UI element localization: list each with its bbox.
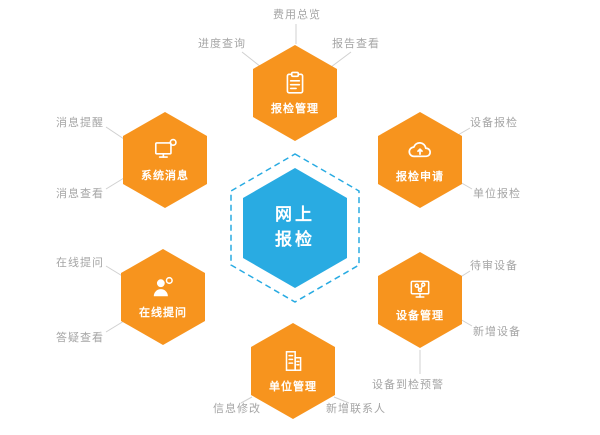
monitor-chat-icon: [152, 137, 178, 163]
satellite-new-device[interactable]: 新增设备: [473, 325, 521, 338]
node-label: 报检管理: [271, 102, 319, 115]
satellite-pending-devices[interactable]: 待审设备: [470, 259, 518, 272]
node-device-management[interactable]: 设备管理: [378, 252, 462, 348]
satellite-msg-view[interactable]: 消息查看: [56, 187, 104, 200]
node-inspection-application[interactable]: 报检申请: [378, 112, 462, 208]
satellite-fee-overview[interactable]: 费用总览: [273, 8, 321, 21]
clipboard-icon: [282, 70, 308, 96]
network-monitor-icon: [407, 277, 433, 303]
satellite-unit-inspection[interactable]: 单位报检: [473, 187, 521, 200]
center-title: 网上 报检: [275, 203, 315, 252]
satellite-device-inspection[interactable]: 设备报检: [470, 116, 518, 129]
node-label: 报检申请: [396, 170, 444, 183]
center-title-line2: 报检: [275, 230, 315, 250]
cloud-icon: [406, 136, 434, 164]
node-label: 在线提问: [139, 306, 187, 319]
center-title-line1: 网上: [275, 205, 315, 226]
satellite-progress-query[interactable]: 进度查询: [198, 37, 246, 50]
node-system-messages[interactable]: 系统消息: [123, 112, 207, 208]
node-unit-management[interactable]: 单位管理: [251, 323, 335, 419]
node-label: 单位管理: [269, 380, 317, 393]
satellite-report-view[interactable]: 报告查看: [332, 37, 380, 50]
satellite-qa-view[interactable]: 答疑查看: [56, 331, 104, 344]
satellite-new-contact[interactable]: 新增联系人: [326, 402, 386, 415]
node-label: 系统消息: [141, 169, 189, 182]
satellite-info-modify[interactable]: 信息修改: [213, 402, 261, 415]
building-icon: [280, 348, 306, 374]
satellite-device-due-warning[interactable]: 设备到检预警: [372, 378, 444, 391]
satellite-online-ask[interactable]: 在线提问: [56, 256, 104, 269]
person-question-icon: [150, 274, 176, 300]
node-inspection-management[interactable]: 报检管理: [253, 45, 337, 141]
node-label: 设备管理: [396, 309, 444, 322]
satellite-msg-reminder[interactable]: 消息提醒: [56, 116, 104, 129]
center-node[interactable]: 网上 报检: [243, 168, 347, 288]
node-online-question[interactable]: 在线提问: [121, 249, 205, 345]
